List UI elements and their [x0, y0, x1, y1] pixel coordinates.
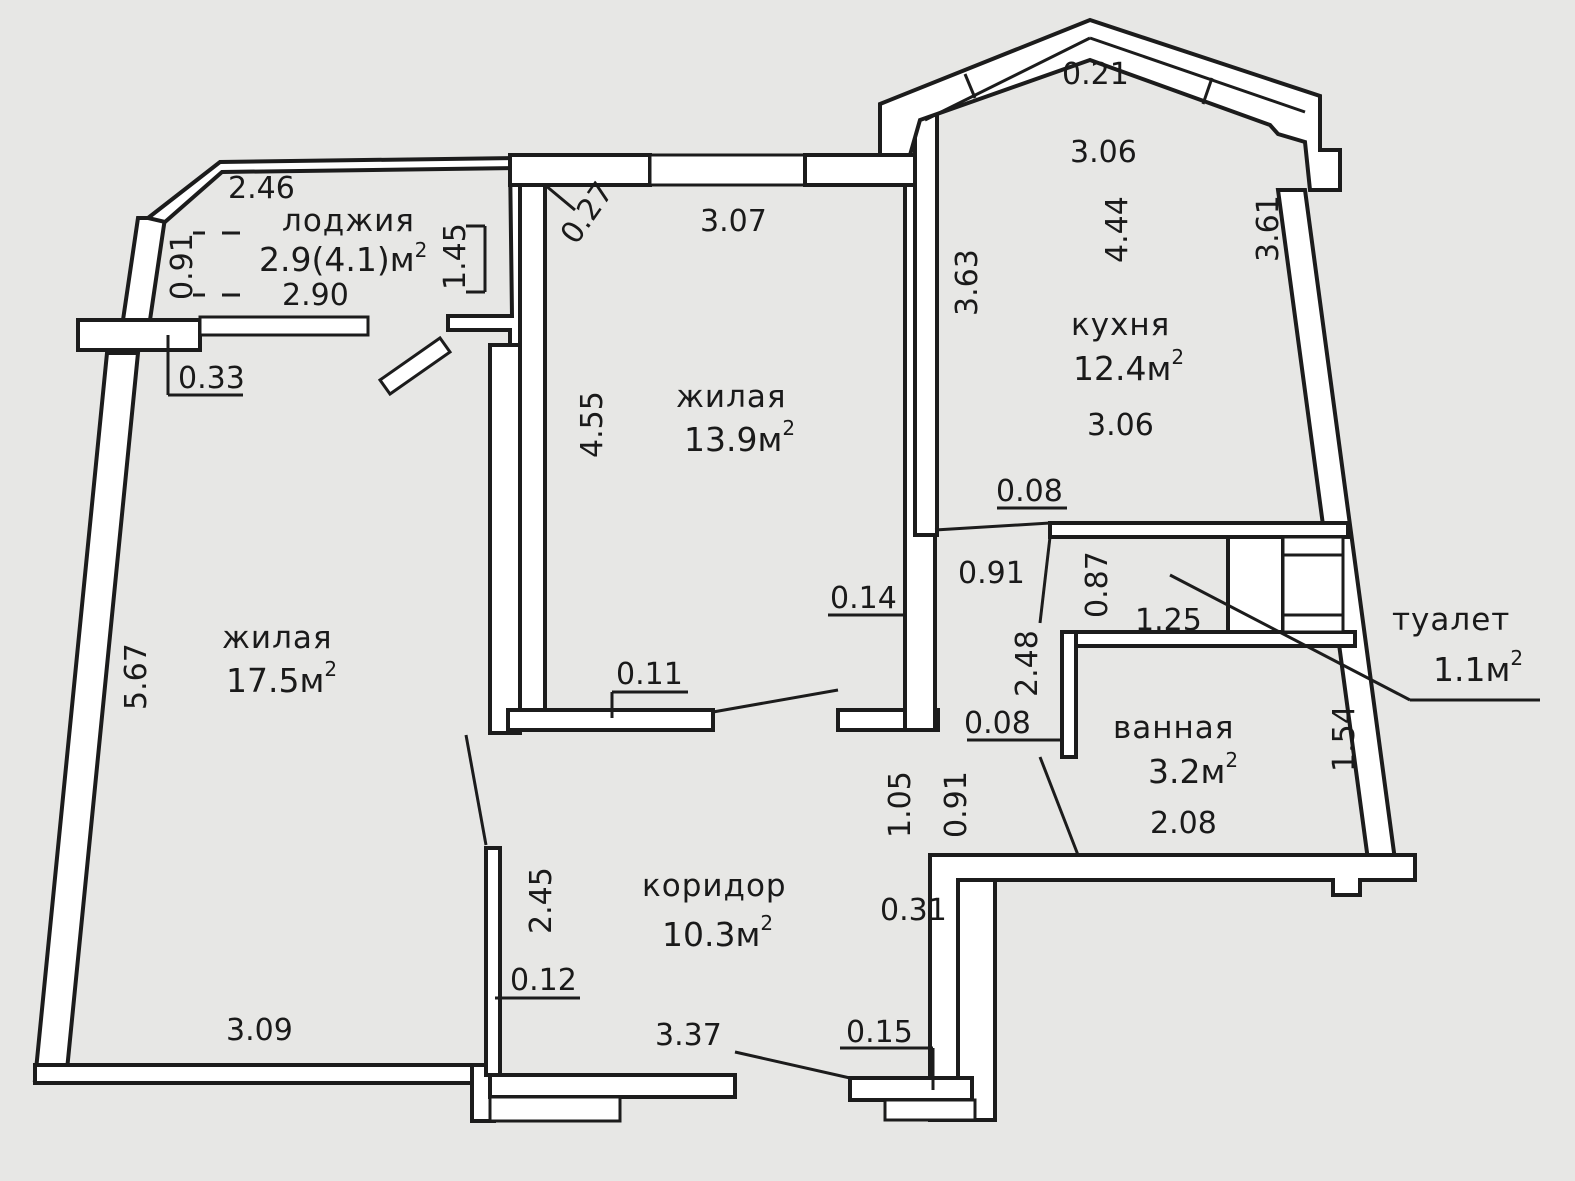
loggia-area-value: 2.9(4.1)м [259, 240, 415, 279]
living-door-leaf [464, 734, 488, 846]
dim-corridor-door-a: 1.05 [883, 771, 918, 838]
loggia-window [198, 315, 370, 337]
bathroom-area: 3.2м2 [1148, 748, 1238, 791]
bedroom-area: 13.9м2 [684, 416, 795, 459]
dim-toilet-width: 1.25 [1135, 603, 1202, 638]
entrance-door-leaf [734, 1050, 851, 1080]
dim-bath-right: 1.54 [1327, 705, 1362, 772]
wall-living-south [33, 1063, 477, 1085]
dim-corridor-wall-left: 0.12 [510, 963, 577, 998]
dim-corridor-left: 2.45 [524, 867, 559, 934]
wall-bedroom-north [508, 153, 652, 187]
wall-toilet-north [1048, 521, 1350, 539]
dim-loggia-top: 2.46 [228, 171, 295, 206]
dim-loggia-bottom: 2.90 [282, 278, 349, 313]
dim-bedroom-wall-bottom: 0.11 [616, 657, 683, 692]
dim-kitchen-left: 3.63 [950, 249, 985, 316]
corridor-area-sup: 2 [760, 911, 773, 935]
bay-window-line-right [1089, 36, 1306, 114]
living-area: 17.5м2 [226, 657, 337, 700]
bedroom-door-leaf [712, 688, 839, 714]
toilet-area: 1.1м2 [1433, 646, 1523, 689]
wall-toilet-south [1060, 630, 1357, 648]
dim-loggia-left: 0.91 [165, 233, 200, 300]
bedroom-area-value: 13.9м [684, 420, 782, 459]
corridor-name: коридор [642, 868, 787, 904]
bay-mullion-2 [1201, 77, 1214, 105]
entrance-threshold [883, 1098, 977, 1122]
dim-living-bottom: 3.09 [226, 1013, 293, 1048]
corridor-area-value: 10.3м [662, 915, 760, 954]
toilet-area-sup: 2 [1510, 646, 1523, 670]
dim-corridor-bottom: 3.37 [655, 1018, 722, 1053]
toilet-name: туалет [1392, 602, 1510, 638]
corridor-area: 10.3м2 [662, 911, 773, 954]
living-name: жилая [222, 620, 333, 656]
bedroom-name: жилая [676, 379, 787, 415]
dim-bedroom-left: 4.55 [575, 391, 610, 458]
dim-bedroom-wall-right: 0.14 [830, 581, 897, 616]
dim-living-left: 5.67 [119, 643, 154, 710]
dim-bath-wall: 0.08 [964, 706, 1031, 741]
corridor-south-window [488, 1095, 622, 1123]
kitchen-bottom-line [934, 521, 1051, 532]
dim-loggia-wall: 0.33 [178, 361, 245, 396]
dim-bath-left-height: 2.48 [1010, 630, 1045, 697]
bay-window-line-left [924, 36, 1091, 122]
wall-corridor-south-a [488, 1073, 737, 1099]
dim-bath-bottom: 2.08 [1150, 806, 1217, 841]
bathroom-name: ванная [1113, 710, 1234, 746]
toilet-area-value: 1.1м [1433, 650, 1510, 689]
living-area-sup: 2 [324, 657, 337, 681]
wall-loggia-floor [76, 318, 202, 352]
loggia-area-sup: 2 [415, 238, 428, 262]
wall-bedroom-west-upper [518, 183, 547, 717]
dim-kitchen-right: 3.61 [1251, 195, 1286, 262]
toilet-door-leaf [1038, 536, 1052, 624]
kitchen-area: 12.4м2 [1073, 345, 1184, 388]
loggia-area: 2.9(4.1)м2 [259, 238, 427, 279]
dim-kitchen-top-wall: 0.21 [1062, 57, 1129, 92]
bedroom-window [648, 153, 807, 187]
leader-toilet [1169, 573, 1411, 702]
bedroom-area-sup: 2 [782, 416, 795, 440]
bath-door-leaf [1038, 756, 1080, 856]
wall-corridor-south-b [848, 1076, 974, 1102]
dim-kitchen-depth: 4.44 [1100, 196, 1135, 263]
dim-corridor-wall-right: 0.31 [880, 893, 947, 928]
bathroom-area-value: 3.2м [1148, 752, 1225, 791]
wall-bedroom-west [488, 343, 522, 735]
kitchen-name: кухня [1071, 307, 1170, 343]
wall-bedroom-north-east [803, 153, 917, 187]
dim-corridor-wall-bottom: 0.15 [846, 1015, 913, 1050]
dim-bedroom-top: 3.07 [700, 204, 767, 239]
bathroom-area-sup: 2 [1225, 748, 1238, 772]
dim-corridor-door-b: 0.91 [939, 771, 974, 838]
leader-0-27 [544, 183, 576, 212]
dim-kitchen-top: 3.06 [1070, 135, 1137, 170]
dim-loggia-right: 1.45 [438, 223, 473, 290]
shaft-box [1281, 535, 1345, 634]
wall-kitchen-west [913, 113, 939, 537]
wall-kitchen-bay [878, 17, 1342, 192]
wall-toilet-west [1060, 630, 1078, 759]
dim-kitchen-bottom: 3.06 [1087, 408, 1154, 443]
room-labels: лоджия 2.9(4.1)м2 жилая 13.9м2 жилая 17.… [222, 203, 1523, 954]
kitchen-area-value: 12.4м [1073, 349, 1171, 388]
loggia-name: лоджия [282, 203, 415, 239]
loggia-door-leaf [377, 335, 453, 397]
living-area-value: 17.5м [226, 661, 324, 700]
kitchen-area-sup: 2 [1171, 345, 1184, 369]
dim-toilet-depth: 0.87 [1080, 551, 1115, 618]
dim-toilet-door: 0.91 [958, 556, 1025, 591]
bay-mullion-1 [963, 73, 977, 99]
dim-kitchen-wall-bottom: 0.08 [996, 474, 1063, 509]
dimension-leaders [166, 183, 1540, 1090]
wall-shaft [1226, 535, 1285, 634]
wall-corridor-west [484, 846, 502, 1077]
dimension-labels: 2.46 0.91 1.45 2.90 0.33 0.27 3.07 4.55 … [119, 57, 1362, 1053]
